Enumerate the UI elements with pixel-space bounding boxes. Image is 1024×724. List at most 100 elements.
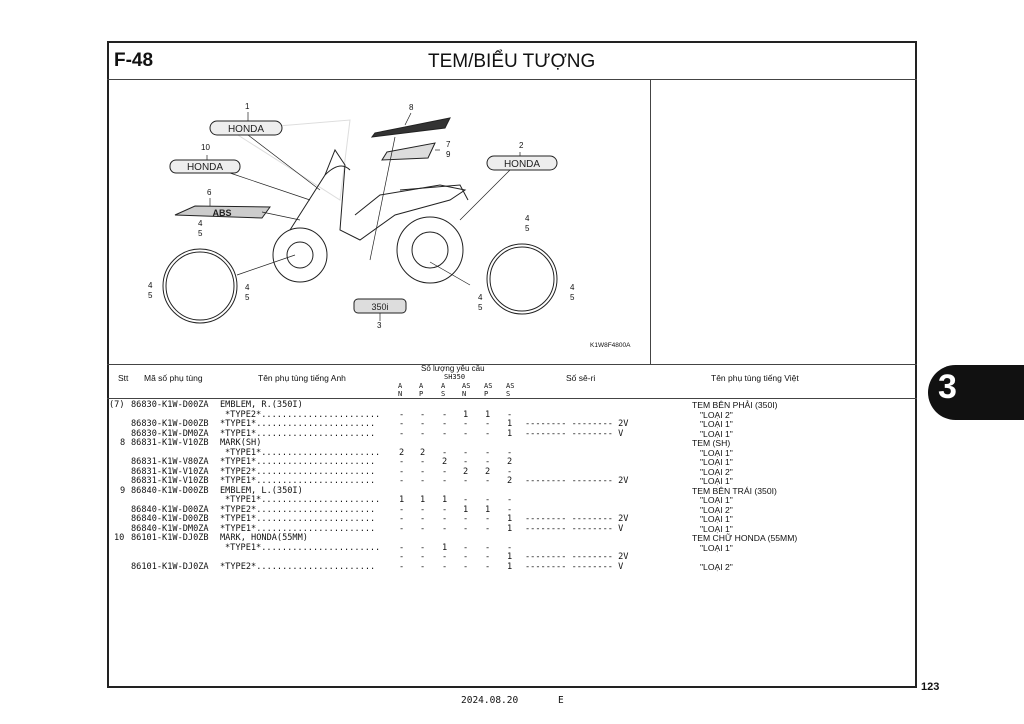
- row-qty: 1: [507, 419, 513, 429]
- row-serial: -------- -------- V: [525, 428, 624, 439]
- header-name-en: Tên phụ tùng tiếng Anh: [258, 373, 346, 383]
- row-qty: -: [442, 504, 448, 515]
- row-stt: 8: [120, 438, 126, 448]
- row-qty: -: [463, 523, 469, 534]
- row-name-en: MARK, HONDA(55MM): [220, 533, 308, 543]
- leader-lines: [206, 112, 521, 321]
- row-name-vi: "LOẠI 2": [700, 409, 733, 420]
- row-qty: 1: [507, 552, 513, 562]
- row-part-number: 86840-K1W-D00ZA: [131, 504, 209, 515]
- row-name-en: *TYPE1*.......................: [225, 542, 381, 553]
- header-qty-col: A: [419, 382, 424, 390]
- table-row: 86840-K1W-D00ZA*TYPE2*..................…: [0, 505, 1024, 515]
- row-qty: -: [399, 466, 405, 477]
- row-qty: 2: [399, 447, 405, 458]
- row-qty: -: [463, 419, 469, 429]
- row-qty: 1: [463, 409, 469, 420]
- row-name-vi: "LOẠI 1": [700, 495, 733, 505]
- row-stt: 10: [114, 533, 125, 543]
- row-qty: -: [420, 428, 426, 439]
- row-qty: -: [485, 495, 491, 505]
- row-qty: -: [420, 476, 426, 486]
- callout-2: 2: [519, 141, 524, 150]
- row-serial: -------- -------- V: [525, 523, 624, 534]
- callout-9: 9: [446, 150, 451, 159]
- row-qty: 2: [420, 447, 426, 458]
- header-qty-col: A: [398, 382, 403, 390]
- row-name-en: *TYPE1*.......................: [225, 495, 381, 505]
- decal-honda-2: HONDA: [486, 155, 558, 171]
- row-qty: 1: [463, 504, 469, 515]
- row-name-vi: "LOẠI 2": [700, 561, 733, 572]
- header-qty-title: Số lượng yêu cầu: [421, 364, 485, 373]
- row-qty: -: [507, 495, 513, 505]
- row-qty: 2: [485, 466, 491, 477]
- row-qty: 1: [442, 542, 448, 553]
- page-number: 123: [921, 681, 940, 693]
- header-qty-col: P: [484, 390, 489, 398]
- row-qty: -: [463, 542, 469, 553]
- row-qty: -: [463, 428, 469, 439]
- row-name-en: *TYPE1*.......................: [220, 457, 376, 467]
- row-part-number: 86840-K1W-D00ZB: [131, 514, 209, 524]
- row-qty: -: [442, 419, 448, 429]
- row-qty: -: [399, 504, 405, 515]
- rim-stripe-right: [486, 243, 558, 315]
- header-qty-col: AS: [462, 382, 471, 390]
- row-qty: 2: [463, 466, 469, 477]
- row-qty: -: [463, 457, 469, 467]
- row-name-vi: "LOẠI 1": [700, 419, 733, 429]
- row-qty: -: [399, 409, 405, 420]
- header-qty-col: P: [419, 390, 424, 398]
- header-model: SH350: [444, 373, 466, 381]
- row-part-number: 86840-K1W-DM0ZA: [131, 523, 209, 534]
- row-qty: -: [507, 409, 513, 420]
- row-qty: -: [399, 514, 405, 524]
- row-qty: -: [442, 428, 448, 439]
- row-qty: -: [420, 552, 426, 562]
- row-qty: -: [463, 447, 469, 458]
- page-title: TEM/BIỂU TƯỢNG: [428, 51, 596, 72]
- chapter-tab: [928, 365, 1024, 420]
- row-qty: -: [442, 552, 448, 562]
- callout-7: 7: [446, 140, 451, 149]
- row-name-vi: "LOẠI 1": [700, 428, 733, 439]
- row-name-en: *TYPE1*.......................: [225, 447, 381, 458]
- row-part-number: 86830-K1W-D00ZB: [131, 419, 209, 429]
- row-name-en: *TYPE1*.......................: [220, 523, 376, 534]
- row-qty: 2: [507, 457, 513, 467]
- table-row: 86840-K1W-DM0ZA *TYPE1*..................…: [0, 524, 1024, 534]
- callout-1: 1: [245, 102, 250, 111]
- footer-edition: E: [558, 695, 564, 706]
- decal-sh-8: [370, 117, 451, 138]
- row-serial: -------- -------- 2V: [525, 552, 629, 562]
- row-qty: 1: [399, 495, 405, 505]
- row-qty: -: [442, 447, 448, 458]
- row-qty: -: [485, 542, 491, 553]
- scooter-illustration: [272, 148, 469, 284]
- row-name-en: *TYPE1*.......................: [220, 476, 376, 486]
- row-name-vi: TEM (SH): [692, 438, 731, 448]
- row-qty: -: [399, 552, 405, 562]
- row-name-en: *TYPE2*.......................: [220, 466, 376, 477]
- row-part-number: 86830-K1W-DM0ZA: [131, 428, 209, 439]
- callout-4: 4: [478, 293, 483, 302]
- callout-10: 10: [201, 143, 210, 152]
- table-row: 86831-K1W-V10ZB *TYPE1*..................…: [0, 476, 1024, 486]
- row-qty: -: [463, 495, 469, 505]
- row-qty: 1: [507, 514, 513, 524]
- row-qty: -: [420, 409, 426, 420]
- table-row: 86840-K1W-D00ZB*TYPE1*..................…: [0, 514, 1024, 524]
- row-qty: -: [507, 504, 513, 515]
- row-stt: (7): [109, 400, 125, 410]
- row-name-vi: TEM BÊN PHẢI (350I): [692, 400, 778, 410]
- row-serial: -------- -------- 2V: [525, 476, 629, 486]
- callout-6: 6: [207, 188, 212, 197]
- row-part-number: 86831-K1W-V10ZB: [131, 476, 209, 486]
- row-name-en: MARK(SH): [220, 438, 262, 448]
- row-qty: -: [442, 523, 448, 534]
- row-qty: 2: [507, 476, 513, 486]
- table-row: *TYPE1*.......................--1---"LOẠ…: [0, 543, 1024, 553]
